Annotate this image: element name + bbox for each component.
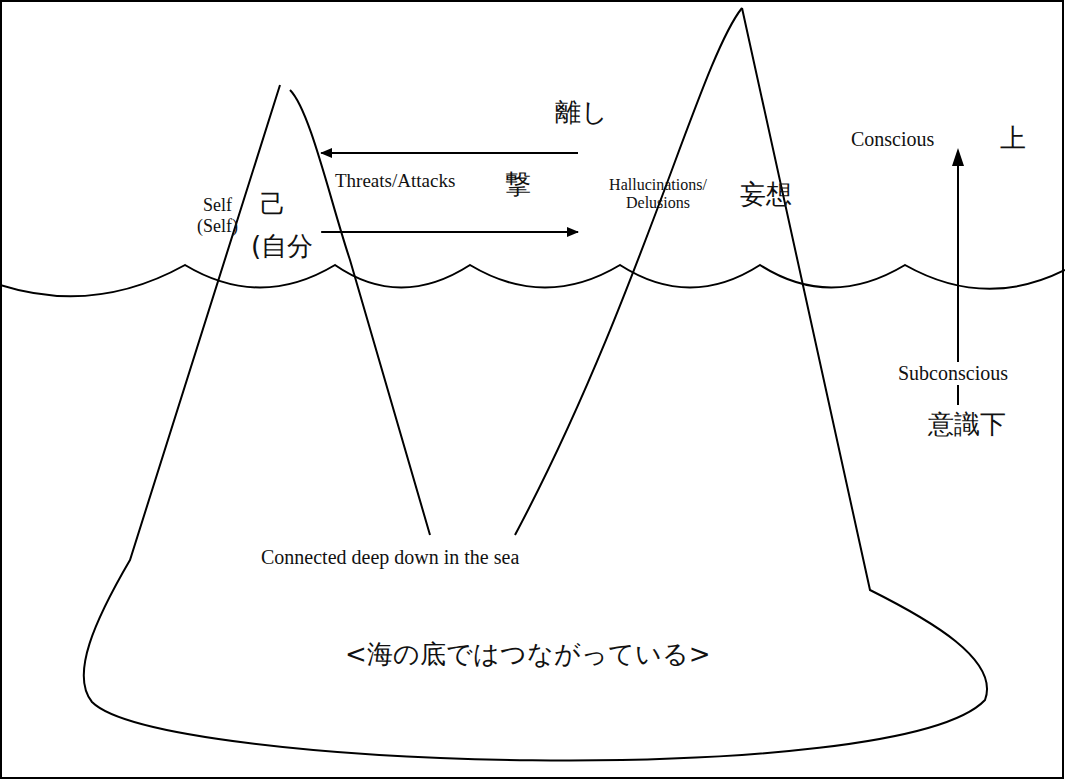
right-peak-inner [515,8,742,535]
iceberg-peak: Self (Self) 己 (自分 [185,140,321,270]
level-arrowhead [952,148,964,166]
iceberg-peak: Hallucinations/ Delusions妄想 [578,140,800,221]
arrow-label: 離し [555,98,608,128]
caption-note: <海の底ではつながっている> [345,640,711,670]
left-peak-inner [290,90,430,535]
waterline [0,265,1065,296]
peak-label: Self (Self) [190,195,245,236]
level-label: 意識下 [925,410,1009,440]
kanji-fragment: 撃 [505,170,531,200]
level-label: 上 [1000,124,1026,154]
level-label: Conscious [848,128,937,151]
arrow-connector [321,231,578,233]
caption-note: Connected deep down in the sea [258,546,522,569]
arrow-label: Threats/Attacks [335,170,455,192]
arrow-connector [321,152,578,154]
peak-label: 妄想 [740,180,792,210]
peak-label: (自分 [251,232,313,262]
level-label: Subconscious [895,362,1011,385]
iceberg-outline [84,8,987,760]
peak-label: Hallucinations/ Delusions [583,176,733,213]
peak-label: 己 [260,190,286,220]
